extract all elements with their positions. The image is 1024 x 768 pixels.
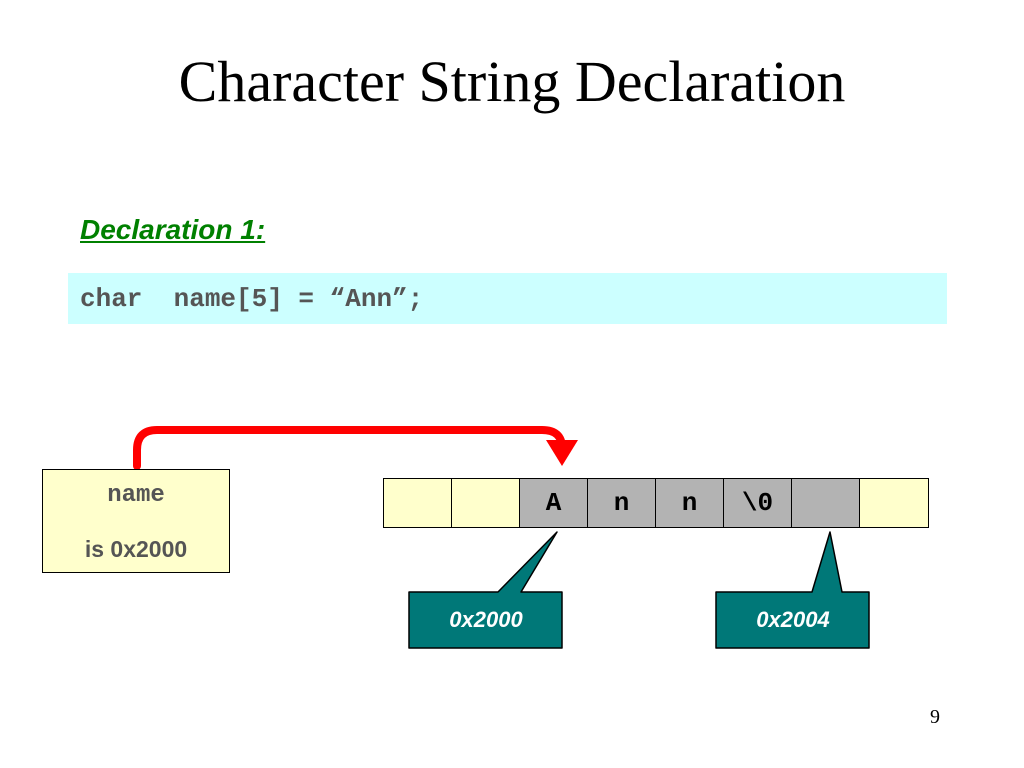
code-block: char name[5] = “Ann”;: [68, 273, 947, 324]
declaration-heading: Declaration 1:: [80, 214, 266, 245]
code-line: char name[5] = “Ann”;: [80, 283, 424, 314]
callout-start-shape: [408, 531, 563, 649]
memory-cell: n: [588, 479, 656, 527]
memory-cell: [452, 479, 520, 527]
pointer-arrowhead: [546, 440, 578, 466]
memory-cell: \0: [724, 479, 792, 527]
name-variable-label: name: [107, 482, 165, 509]
memory-cell: n: [656, 479, 724, 527]
memory-array: A n n \0: [383, 478, 929, 528]
page-number: 9: [930, 706, 940, 728]
callout-end-address: 0x2004: [756, 607, 830, 632]
name-address-text: is 0x2000: [84, 536, 188, 562]
memory-cell: [792, 479, 860, 527]
memory-cell: A: [520, 479, 588, 527]
name-variable-box: name is 0x2000: [42, 469, 230, 573]
slide-title: Character String Declaration: [178, 49, 846, 114]
callout-start-address: 0x2000: [449, 607, 523, 632]
memory-cell: [384, 479, 452, 527]
memory-cell: [860, 479, 928, 527]
callout-end-shape: [715, 531, 870, 649]
